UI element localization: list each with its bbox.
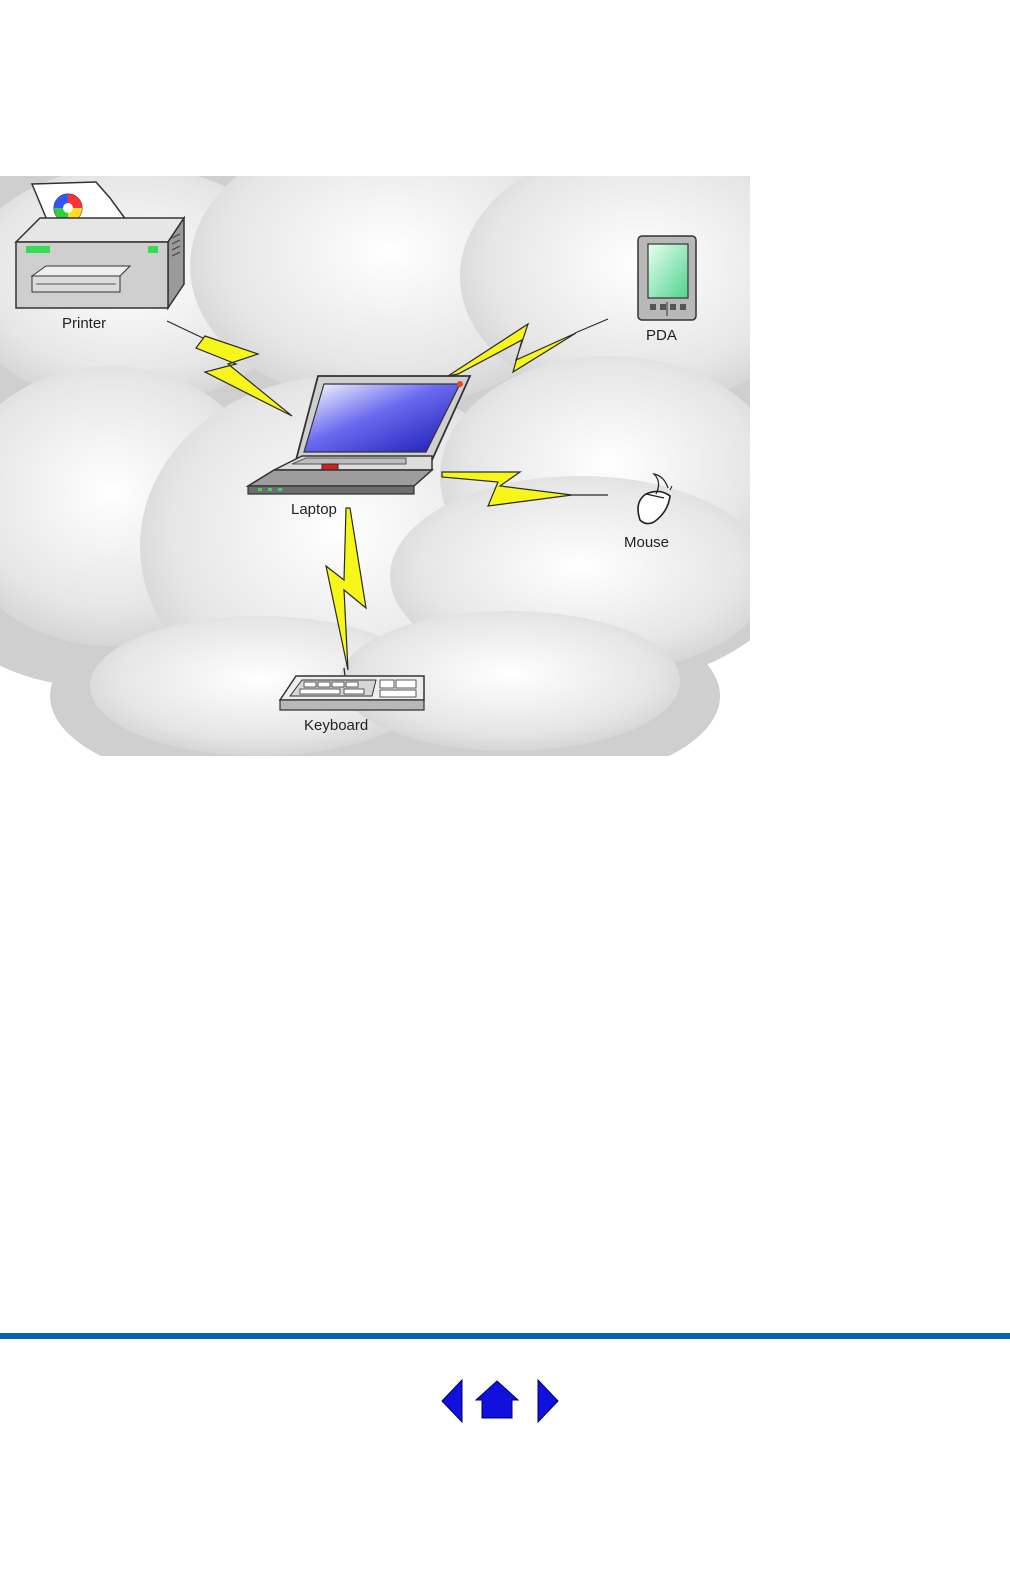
keyboard-icon bbox=[280, 676, 424, 710]
home-icon bbox=[474, 1378, 520, 1424]
device-label-laptop: Laptop bbox=[291, 501, 337, 518]
device-label-pda: PDA bbox=[646, 327, 677, 344]
footer-divider bbox=[0, 1333, 1010, 1339]
pda-icon bbox=[638, 236, 696, 320]
device-label-keyboard: Keyboard bbox=[304, 717, 368, 734]
home-button[interactable] bbox=[474, 1378, 520, 1429]
arrow-right-icon bbox=[536, 1378, 560, 1424]
next-page-button[interactable] bbox=[536, 1378, 560, 1429]
arrow-left-icon bbox=[440, 1378, 464, 1424]
device-label-printer: Printer bbox=[62, 315, 106, 332]
page-navigation bbox=[440, 1378, 566, 1424]
device-label-mouse: Mouse bbox=[624, 534, 669, 551]
wireless-network-diagram: Printer PDA Laptop Mouse bbox=[0, 176, 750, 756]
previous-page-button[interactable] bbox=[440, 1378, 464, 1429]
